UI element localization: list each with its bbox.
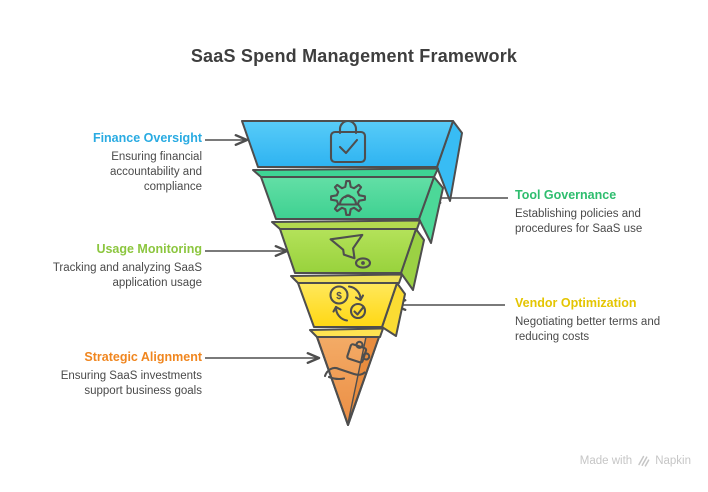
gear-hardhat-icon (330, 180, 366, 216)
funnel-level-vendor-optimization: $ (290, 273, 406, 337)
label-finance-oversight: Finance Oversight Ensuring financial acc… (93, 131, 202, 195)
label-strategic-alignment-desc: Ensuring SaaS investments support busine… (60, 370, 202, 397)
label-usage-monitoring-desc: Tracking and analyzing SaaS application … (52, 262, 202, 289)
dollar-refresh-check-icon: $ (329, 285, 367, 322)
shopping-bag-check-icon (329, 120, 367, 164)
funnel-level-finance-oversight (241, 120, 463, 202)
label-strategic-alignment-title: Strategic Alignment (84, 350, 202, 364)
label-vendor-optimization-title: Vendor Optimization (515, 296, 637, 310)
funnel-eye-icon (329, 233, 372, 269)
funnel-level-usage-monitoring (271, 219, 425, 291)
napkin-logo-icon (638, 455, 650, 467)
dollar-glyph: $ (336, 291, 342, 302)
label-strategic-alignment: Strategic Alignment Ensuring SaaS invest… (60, 350, 202, 399)
label-tool-governance-desc: Establishing policies and procedures for… (515, 208, 643, 235)
watermark-prefix: Made with (579, 454, 633, 467)
label-usage-monitoring-title: Usage Monitoring (96, 242, 202, 256)
label-tool-governance: Tool Governance Establishing policies an… (515, 188, 655, 237)
connector-lines (205, 134, 508, 364)
label-finance-oversight-title: Finance Oversight (92, 131, 202, 145)
funnel-level-tool-governance (252, 167, 444, 244)
label-tool-governance-title: Tool Governance (515, 188, 617, 202)
label-finance-oversight-desc: Ensuring financial accountability and co… (109, 151, 202, 193)
gear-path (330, 180, 366, 216)
label-vendor-optimization: Vendor Optimization Negotiating better t… (515, 296, 673, 345)
watermark: Made with Napkin (580, 454, 691, 467)
hand-puzzle-icon (323, 340, 371, 381)
label-usage-monitoring: Usage Monitoring Tracking and analyzing … (50, 242, 202, 291)
watermark-brand: Napkin (655, 454, 691, 467)
funnel-level-strategic-alignment (309, 327, 384, 426)
page-title: SaaS Spend Management Framework (190, 46, 518, 66)
label-vendor-optimization-desc: Negotiating better terms and reducing co… (515, 316, 661, 343)
